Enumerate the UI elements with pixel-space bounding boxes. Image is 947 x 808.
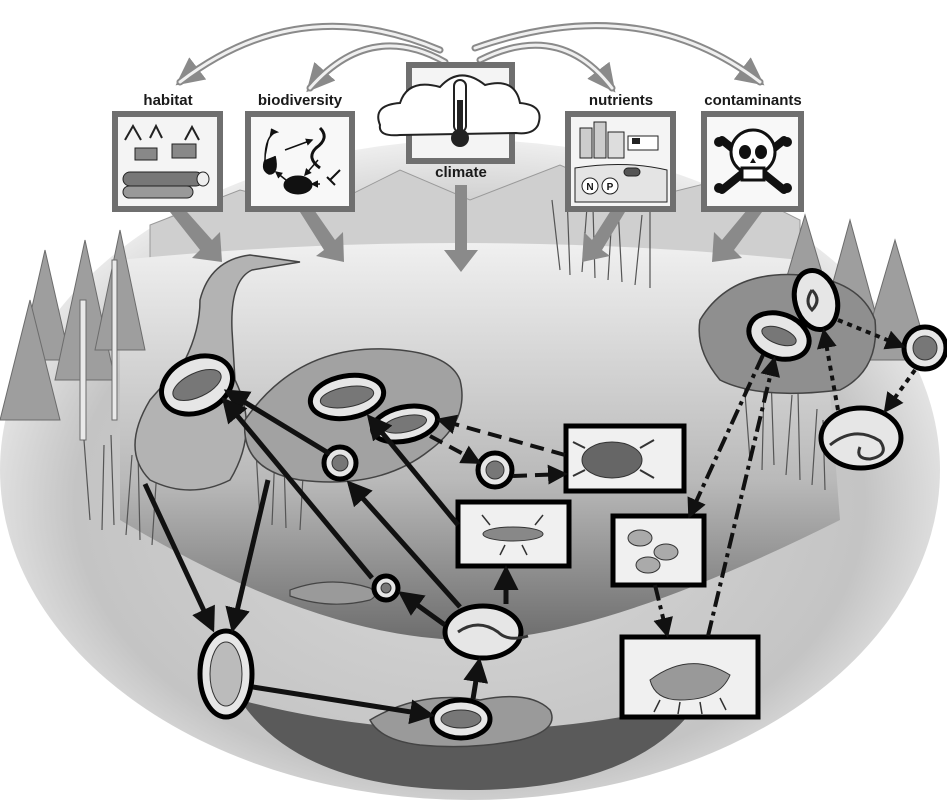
food-web-icon — [262, 126, 341, 195]
factor-impact-arrows — [170, 185, 762, 272]
skull-crossbones-icon — [714, 128, 792, 194]
trees-left — [0, 229, 146, 441]
nutrients-down-arrow — [582, 204, 625, 262]
life-cycle-arrows-dashed — [429, 414, 568, 485]
reeds — [83, 193, 826, 546]
biodiversity-label: biodiversity — [257, 92, 343, 109]
habitat-box — [112, 111, 223, 212]
cercaria-to-frog-arrow — [346, 480, 462, 609]
nutrients-box: N P — [565, 111, 676, 212]
contaminants-down-arrow — [712, 204, 762, 262]
copepod-box — [563, 423, 687, 494]
life-stage-details — [172, 288, 938, 729]
toad-to-egg-dotted-arrow — [837, 318, 906, 350]
amphipod-to-toad-arrow — [706, 356, 781, 637]
tree-stump-log-icon — [122, 123, 210, 199]
climate-down-arrow — [444, 185, 478, 272]
biodiversity-box — [245, 111, 355, 212]
egg-to-snail-arrow — [252, 684, 435, 725]
habitat-down-arrow — [170, 204, 222, 262]
climate-box — [377, 62, 541, 164]
egg-to-copepod-arrow — [512, 464, 568, 485]
contaminants-box — [701, 111, 804, 212]
life-cycle-arrows-solid — [142, 389, 519, 725]
contaminants-label: contaminants — [704, 92, 802, 109]
cercaria-to-tadpole-arrow — [397, 591, 447, 628]
insect-to-frog-arrow — [366, 414, 460, 527]
habitat-label: habitat — [143, 92, 193, 109]
cercaria — [442, 603, 524, 661]
farm-fertilizer-icon: N P — [574, 121, 668, 203]
tadpole-to-heron-arrow — [221, 397, 374, 580]
nitrogen-symbol: N — [586, 182, 593, 193]
frog-to-egg-dashed-arrow — [429, 434, 482, 464]
cloud-thermometer-icon — [377, 74, 541, 147]
eggs-to-amphipod-arrow — [653, 584, 673, 638]
biodiversity-down-arrow — [300, 204, 344, 262]
nutrients-label: nutrients — [588, 92, 654, 109]
larva-to-toad-dotted-arrow — [816, 328, 840, 411]
heron-to-egg-arrow — [142, 482, 215, 633]
phosphorus-symbol: P — [607, 182, 614, 193]
life-cycle-arrows-dashdot — [653, 354, 781, 638]
frog-to-egg-arrow — [225, 479, 271, 633]
snail-to-cercaria-arrow — [463, 657, 489, 700]
climate-label: climate — [435, 164, 487, 181]
coiled-larva — [818, 405, 904, 471]
egg-to-larva-dotted-arrow — [883, 368, 917, 414]
life-cycle-arrows-dotted — [816, 318, 917, 414]
